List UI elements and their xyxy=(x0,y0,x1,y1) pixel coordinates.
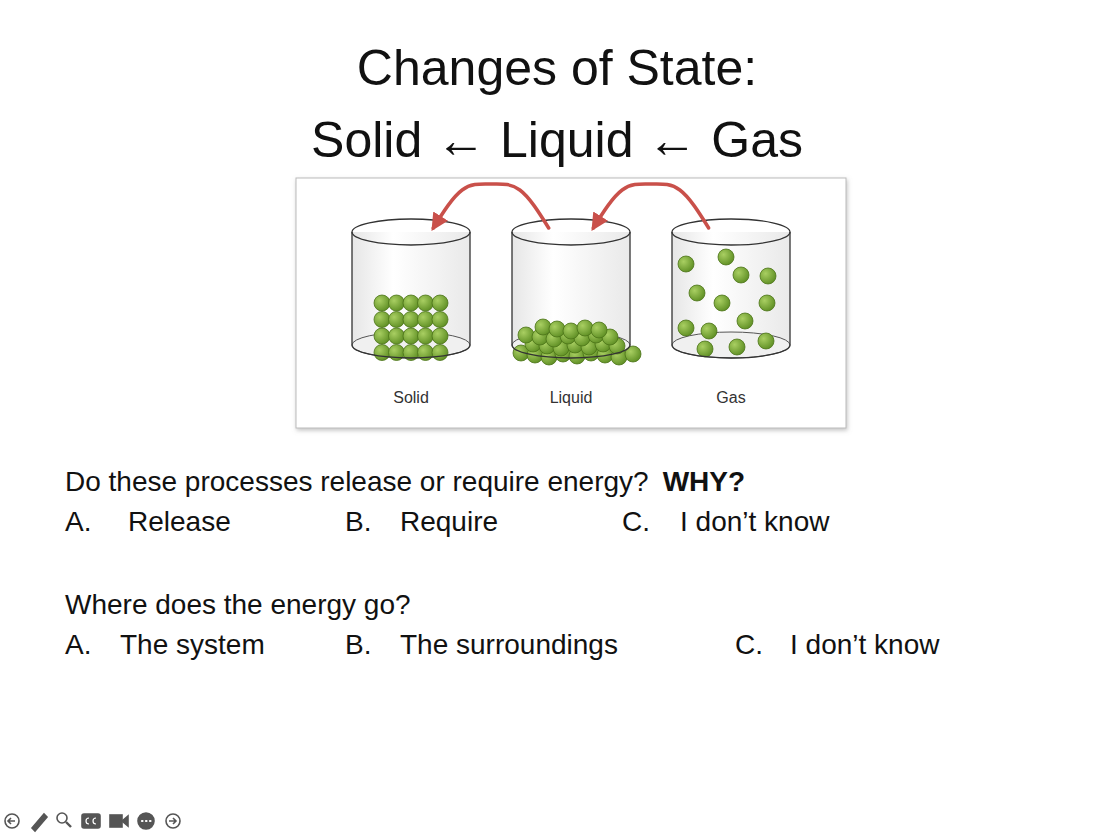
state-change-arrow xyxy=(593,184,708,228)
beaker-rim xyxy=(672,219,790,245)
particle xyxy=(737,313,753,329)
option-text: The surroundings xyxy=(400,628,618,662)
particle xyxy=(697,341,713,357)
beakers xyxy=(352,219,790,365)
image-frame xyxy=(296,178,846,428)
zoom-handle xyxy=(66,822,71,827)
beaker xyxy=(672,219,790,358)
option-text: The system xyxy=(120,628,265,662)
state-label: Solid xyxy=(390,388,432,408)
option-text: I don’t know xyxy=(790,628,939,662)
particle xyxy=(678,320,694,336)
particle xyxy=(729,339,745,355)
beaker xyxy=(512,219,641,365)
beaker-node: Liquid xyxy=(509,228,633,408)
beaker-body xyxy=(352,232,470,358)
beaker-bottom xyxy=(352,345,470,358)
particle xyxy=(733,267,749,283)
cc-icon xyxy=(82,814,100,828)
state-label: Gas xyxy=(713,388,748,408)
option-letter: A. xyxy=(65,628,91,662)
particle xyxy=(518,327,534,343)
particle xyxy=(389,295,405,311)
option-text: Release xyxy=(128,505,231,539)
more-dots xyxy=(142,820,151,822)
particle xyxy=(403,328,419,344)
option-text: I don’t know xyxy=(680,505,829,539)
beaker-bottom xyxy=(512,345,630,358)
question: Do these processes release or require en… xyxy=(65,465,649,499)
option-letter: B. xyxy=(345,628,371,662)
cc-marks xyxy=(86,818,96,824)
option-text: Require xyxy=(400,505,498,539)
beaker-node: Solid xyxy=(349,228,473,408)
emphasis: WHY? xyxy=(663,465,745,499)
particle xyxy=(591,322,607,338)
video-lens xyxy=(122,816,128,826)
particle xyxy=(389,328,405,344)
particle xyxy=(535,319,551,335)
particle xyxy=(432,345,448,361)
forward-icon xyxy=(166,814,180,828)
particle xyxy=(714,295,730,311)
slide-toolbar xyxy=(5,813,180,831)
beaker-rim xyxy=(352,219,470,245)
particle xyxy=(418,295,434,311)
particle xyxy=(418,328,434,344)
particle xyxy=(718,249,734,265)
particle xyxy=(374,295,390,311)
particle xyxy=(432,328,448,344)
beaker xyxy=(352,219,470,361)
back-arrow xyxy=(8,818,15,824)
beaker-wall xyxy=(352,232,470,345)
particle xyxy=(701,323,717,339)
particle xyxy=(418,312,434,328)
particle xyxy=(760,268,776,284)
beaker-base xyxy=(672,332,790,358)
particle xyxy=(758,333,774,349)
state-change-arrow xyxy=(433,184,548,228)
back-icon xyxy=(5,814,19,828)
beaker-rim xyxy=(512,219,630,245)
zoom-icon xyxy=(57,813,67,823)
particle xyxy=(432,295,448,311)
particle xyxy=(678,256,694,272)
particle xyxy=(374,345,390,361)
option-letter: B. xyxy=(345,505,371,539)
option-letter: C. xyxy=(622,505,650,539)
particle xyxy=(689,285,705,301)
particle xyxy=(374,328,390,344)
particle xyxy=(389,312,405,328)
particle xyxy=(403,312,419,328)
particle xyxy=(403,295,419,311)
pen-icon xyxy=(32,814,47,831)
beaker-bottom xyxy=(672,345,790,358)
beaker-body xyxy=(672,232,790,358)
more-icon xyxy=(138,813,154,829)
option-letter: A. xyxy=(65,505,91,539)
particle xyxy=(549,321,565,337)
state-label: Liquid xyxy=(547,388,596,408)
particle xyxy=(563,323,579,339)
slide-subtitle: Solid ← Liquid ← Gas xyxy=(311,110,803,170)
slide-title: Changes of State: xyxy=(357,38,757,98)
particle xyxy=(577,320,593,336)
beaker-wall xyxy=(512,232,630,345)
beaker-wall xyxy=(672,232,790,345)
beaker-body xyxy=(512,232,630,358)
question: Where does the energy go? xyxy=(65,588,411,622)
particle xyxy=(759,295,775,311)
video-icon xyxy=(110,815,122,827)
particle xyxy=(432,312,448,328)
forward-arrow xyxy=(169,818,176,824)
option-letter: C. xyxy=(735,628,763,662)
particle xyxy=(374,312,390,328)
beaker-node: Gas xyxy=(669,228,793,408)
